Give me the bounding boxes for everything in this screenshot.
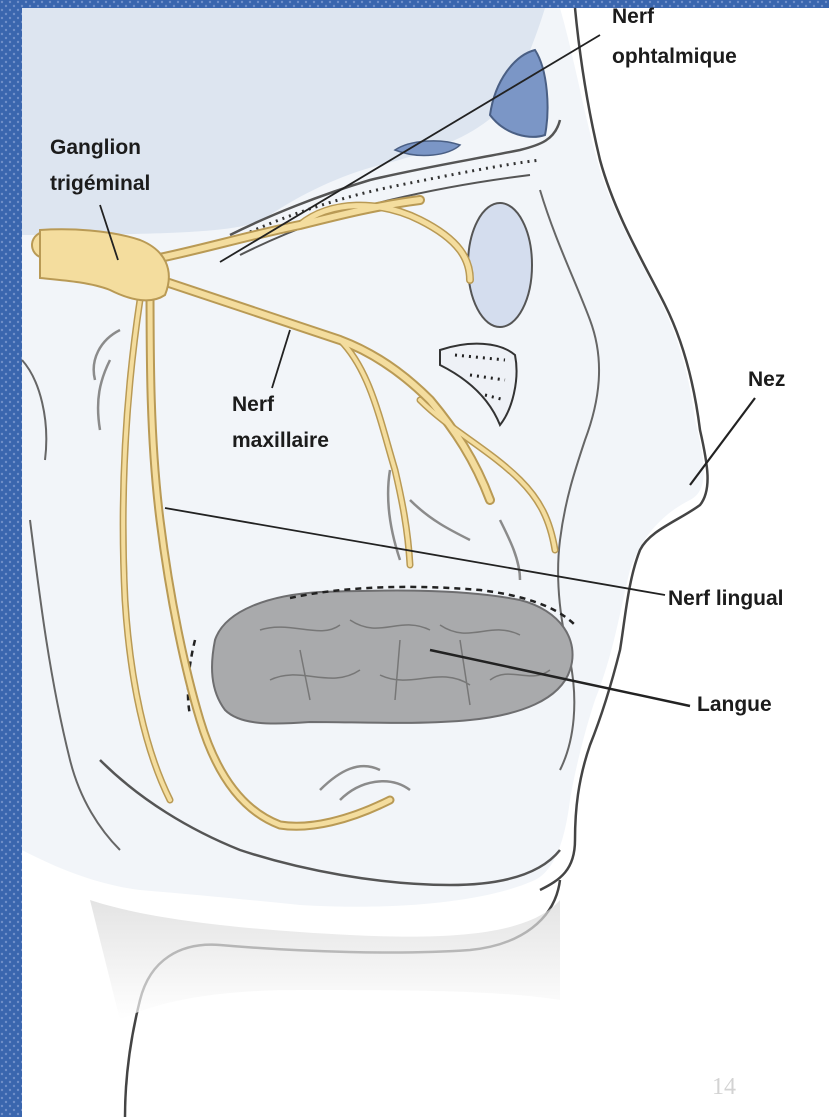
label-nez: Nez <box>748 365 785 395</box>
neck-outline <box>125 880 560 1117</box>
label-langue: Langue <box>697 690 772 720</box>
label-ganglion-trigeminal-2: trigéminal <box>50 169 150 199</box>
label-nerf-maxillaire-1: Nerf <box>232 390 274 420</box>
orbit <box>468 203 532 327</box>
label-nerf-ophtalmique-1: Nerf <box>612 2 654 32</box>
slide-frame-top <box>0 0 829 8</box>
neck-shading <box>90 900 560 1020</box>
label-nerf-lingual: Nerf lingual <box>668 584 784 614</box>
tongue <box>212 590 573 723</box>
label-nerf-maxillaire-2: maxillaire <box>232 426 329 456</box>
label-ganglion-trigeminal-1: Ganglion <box>50 133 141 163</box>
label-nerf-ophtalmique-2: ophtalmique <box>612 42 737 72</box>
page-number: 14 <box>712 1074 736 1101</box>
slide-frame-left <box>0 0 22 1117</box>
